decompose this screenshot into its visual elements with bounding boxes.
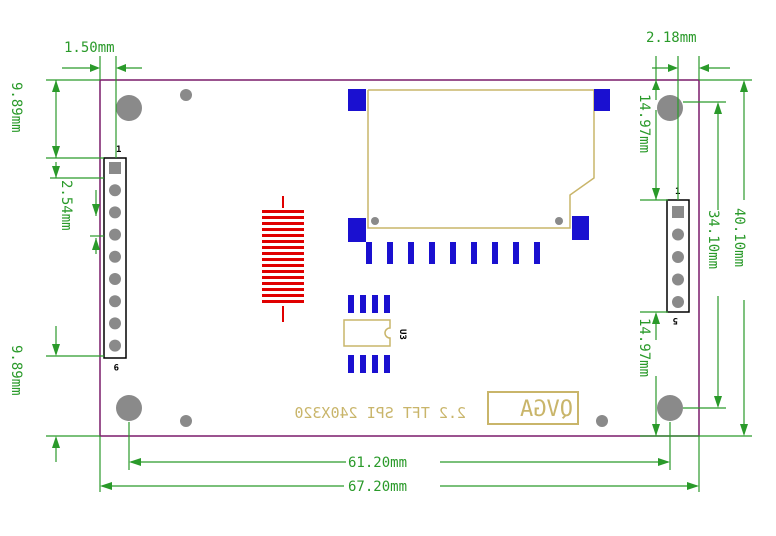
coil-bar bbox=[262, 270, 304, 273]
right-pin-header: SD_CS SD_MOSI SD_MISO SD_SCK F_CS bbox=[596, 199, 690, 313]
dim-2-54mm: 2.54mm bbox=[58, 180, 74, 231]
coil-bar bbox=[262, 234, 304, 237]
left-pin bbox=[109, 295, 121, 308]
dim-14-97mm-top: 14.97mm bbox=[636, 94, 652, 153]
dim-61-20mm: 61.20mm bbox=[348, 455, 407, 471]
left-pin-label: GND bbox=[131, 184, 151, 197]
sd-pad bbox=[408, 242, 414, 264]
coil-bar bbox=[262, 276, 304, 279]
right-pin bbox=[672, 296, 684, 308]
red-inductor bbox=[262, 196, 304, 322]
coil-bar bbox=[262, 252, 304, 255]
coil-bar bbox=[262, 222, 304, 225]
coil-bar bbox=[262, 246, 304, 249]
u3-chip: U3 bbox=[343, 295, 407, 373]
sd-card-pads bbox=[366, 242, 540, 264]
dim-9-89mm-bottom: 9.89mm bbox=[8, 345, 24, 396]
left-pin bbox=[109, 339, 121, 352]
right-pin-label: SD_CS bbox=[596, 206, 629, 219]
left-pin-label: DC/RS bbox=[131, 251, 164, 264]
sd-pad bbox=[429, 242, 435, 264]
left-pin-label: SDI/MOSI bbox=[131, 273, 184, 286]
coil-bar bbox=[262, 294, 304, 297]
dim-67-20mm: 67.20mm bbox=[348, 479, 407, 495]
sd-pad bbox=[450, 242, 456, 264]
left-pin-label: VCC bbox=[131, 162, 151, 175]
right-pin-label: F_CS bbox=[596, 296, 623, 309]
right-header-last-label: 5 bbox=[673, 315, 678, 325]
left-pin bbox=[109, 184, 121, 197]
dim-9-89mm-top: 9.89mm bbox=[8, 82, 24, 133]
sd-card-slot bbox=[348, 89, 610, 242]
right-pin bbox=[672, 251, 684, 263]
right-pin-label: SD_MISO bbox=[596, 251, 643, 264]
left-header-last-label: 9 bbox=[114, 361, 119, 371]
right-pin-label: SD_SCK bbox=[596, 274, 636, 287]
coil-bar bbox=[262, 288, 304, 291]
right-pin-label: SD_MOSI bbox=[596, 229, 642, 242]
qvga-text: QVGA bbox=[520, 397, 573, 422]
left-pin bbox=[109, 273, 121, 285]
right-pin bbox=[672, 273, 684, 286]
mounting-hole-top-right bbox=[657, 95, 683, 121]
left-pin bbox=[109, 317, 121, 330]
left-pin-label: RESET bbox=[131, 229, 164, 242]
dimension-arrows bbox=[52, 64, 748, 490]
right-pin bbox=[672, 228, 684, 241]
via-bottom-left bbox=[180, 415, 192, 427]
coil-bar bbox=[262, 258, 304, 261]
mounting-hole-bottom-right bbox=[657, 395, 683, 421]
coil-bar bbox=[262, 228, 304, 231]
coil-bar bbox=[262, 240, 304, 243]
dim-14-97mm-bottom: 14.97mm bbox=[636, 318, 652, 377]
sd-pad bbox=[513, 242, 519, 264]
left-pin-label: CS bbox=[131, 206, 144, 219]
coil-bar bbox=[262, 282, 304, 285]
qvga-badge: QVGA bbox=[487, 391, 579, 425]
left-pin-square bbox=[109, 162, 121, 174]
sd-pad bbox=[534, 242, 540, 264]
left-pin bbox=[109, 250, 121, 263]
sd-pad bbox=[471, 242, 477, 264]
left-pin bbox=[109, 206, 121, 219]
sd-pad bbox=[387, 242, 393, 264]
left-pin-label: SDO/MISO bbox=[131, 340, 184, 353]
left-pin-header: VCC GND CS RESET DC/RS SDI/MOSI SCK LED SDO/MISO bbox=[103, 157, 184, 359]
left-pin-label: LED bbox=[131, 317, 151, 330]
dim-40-10mm: 40.10mm bbox=[731, 208, 747, 267]
sd-pad bbox=[492, 242, 498, 264]
left-pin bbox=[109, 228, 121, 241]
coil-bar bbox=[262, 300, 304, 303]
coil-bar bbox=[262, 210, 304, 213]
mounting-hole-top-left bbox=[116, 95, 142, 121]
u3-label: U3 bbox=[397, 329, 407, 340]
board-outline bbox=[99, 79, 700, 437]
sd-pad bbox=[366, 242, 372, 264]
left-header-first-label: 1 bbox=[116, 145, 121, 155]
dim-34-10mm: 34.10mm bbox=[705, 210, 721, 269]
model-text: 2.2 TFT SPI 240X320 bbox=[294, 404, 466, 422]
right-pin-square bbox=[672, 206, 684, 218]
via-bottom-right bbox=[596, 415, 608, 427]
dim-2-18mm: 2.18mm bbox=[646, 30, 697, 46]
left-pin-label: SCK bbox=[131, 295, 151, 308]
via-top bbox=[180, 89, 192, 101]
mounting-hole-bottom-left bbox=[116, 395, 142, 421]
coil-bar bbox=[262, 264, 304, 267]
coil-bar bbox=[262, 216, 304, 219]
dim-1-50mm: 1.50mm bbox=[64, 40, 115, 56]
